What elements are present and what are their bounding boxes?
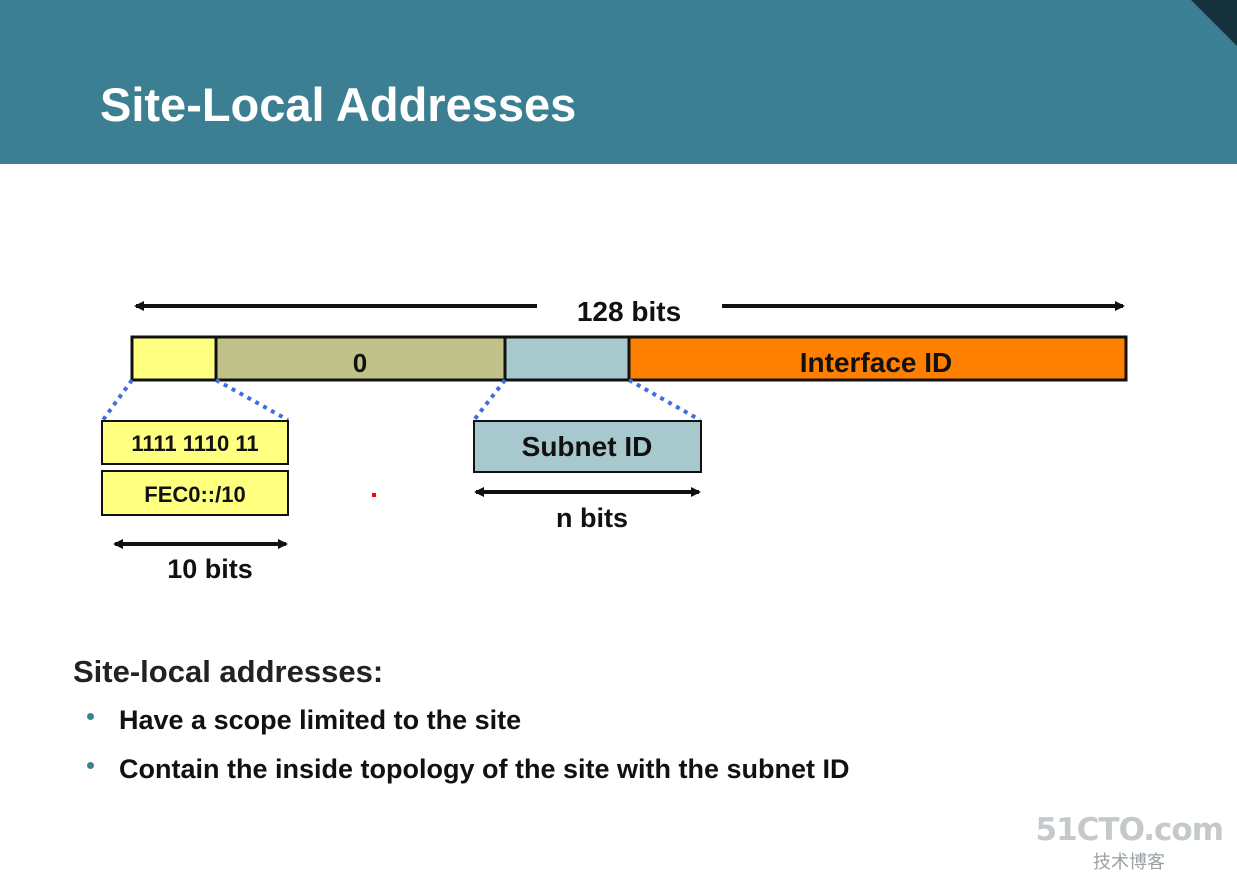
prefix-segment [132, 337, 216, 380]
watermark-sub-text: 技术博客 [1093, 852, 1165, 873]
prefix-binary-box [101, 420, 289, 465]
subnet-expansion-line-right [628, 378, 701, 422]
bullet-icon [87, 762, 94, 769]
address-bar: 0 Interface ID [130, 335, 1128, 382]
bullet-icon [87, 713, 94, 720]
bullet-item: Contain the inside topology of the site … [84, 754, 850, 803]
subnet-id-box [473, 420, 702, 473]
subnet-segment [505, 337, 629, 380]
title-banner: Site-Local Addresses [0, 0, 1237, 164]
bullet-list: Have a scope limited to the site Contain… [84, 705, 850, 803]
bullet-text: Have a scope limited to the site [119, 705, 522, 735]
banner-corner-decoration [1191, 0, 1237, 46]
slide-title: Site-Local Addresses [100, 78, 577, 131]
watermark-logo: 51CTO.com 技术博客 [1036, 812, 1224, 873]
prefix-binary-label: 1111 1110 11 [131, 431, 258, 456]
interface-id-label: Interface ID [800, 347, 953, 378]
total-bits-label: 128 bits [577, 296, 681, 327]
stray-dot [372, 493, 376, 497]
subnet-bits-label: n bits [556, 503, 628, 533]
subnet-id-label: Subnet ID [522, 431, 653, 462]
subnet-expansion-line-left [472, 378, 507, 422]
zero-segment-label: 0 [353, 348, 367, 378]
prefix-expansion-line-left [101, 378, 134, 422]
prefix-hex-box [101, 470, 289, 516]
section-heading: Site-local addresses: [73, 654, 384, 689]
bullet-text: Contain the inside topology of the site … [119, 754, 850, 784]
prefix-expansion-line-right [215, 378, 289, 422]
prefix-hex-label: FEC0::/10 [144, 482, 245, 507]
bullet-item: Have a scope limited to the site [84, 705, 850, 754]
interface-id-segment [629, 337, 1126, 380]
prefix-bits-label: 10 bits [167, 554, 253, 584]
watermark-main-text: 51CTO.com [1035, 812, 1224, 848]
zero-segment [216, 337, 505, 380]
